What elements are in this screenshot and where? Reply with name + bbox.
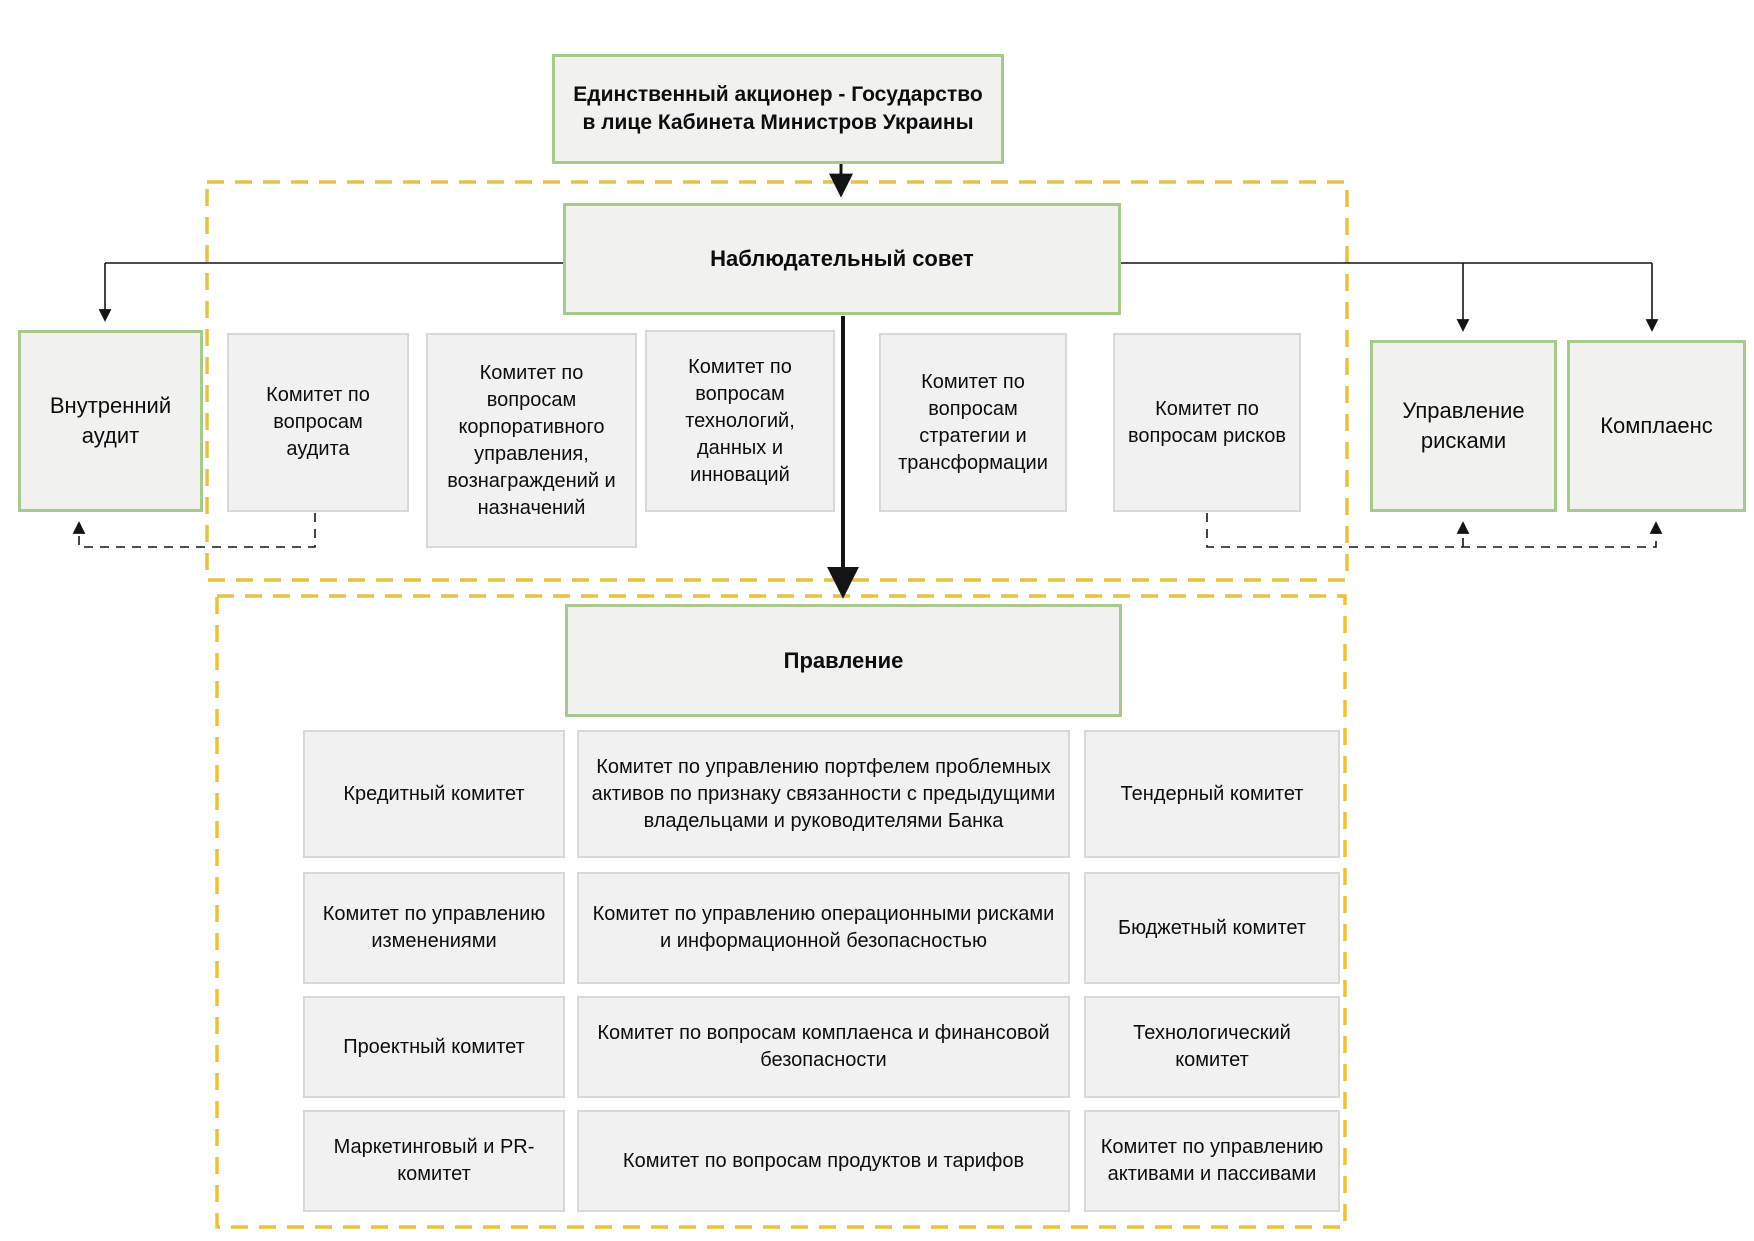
supervisory-committee: Комитет по вопросам стратегии и трансфор… (879, 333, 1067, 512)
management-committee: Проектный комитет (303, 996, 565, 1098)
supervisory-section-border (205, 180, 1349, 582)
unit-risk-management: Управление рисками (1370, 340, 1557, 512)
management-committee: Маркетинговый и PR-комитет (303, 1110, 565, 1212)
supervisory-committee: Комитет по вопросам корпоративного управ… (426, 333, 637, 548)
management-committee: Технологический комитет (1084, 996, 1340, 1098)
management-committee: Комитет по управлению операционными риск… (577, 872, 1070, 984)
management-section-border (215, 594, 1347, 1229)
management-committee: Комитет по управлению активами и пассива… (1084, 1110, 1340, 1212)
management-committee: Комитет по вопросам комплаенса и финансо… (577, 996, 1070, 1098)
management-committee: Бюджетный комитет (1084, 872, 1340, 984)
management-committee: Комитет по управлению изменениями (303, 872, 565, 984)
dashed-connector-audit (72, 513, 316, 548)
supervisory-board-box: Наблюдательный совет (563, 203, 1121, 315)
supervisory-committee: Комитет по вопросам технологий, данных и… (645, 330, 835, 512)
shareholder-box: Единственный акционер - Государство в ли… (552, 54, 1004, 164)
management-committee: Комитет по управлению портфелем проблемн… (577, 730, 1070, 858)
unit-compliance: Комплаенс (1567, 340, 1746, 512)
management-committee: Кредитный комитет (303, 730, 565, 858)
management-committee: Тендерный комитет (1084, 730, 1340, 858)
unit-internal-audit: Внутренний аудит (18, 330, 203, 512)
supervisory-committee: Комитет по вопросам рисков (1113, 333, 1301, 512)
management-board-box: Правление (565, 604, 1122, 717)
supervisory-committee: Комитет по вопросам аудита (227, 333, 409, 512)
management-committee: Комитет по вопросам продуктов и тарифов (577, 1110, 1070, 1212)
dashed-connector-risk (1206, 513, 1663, 548)
